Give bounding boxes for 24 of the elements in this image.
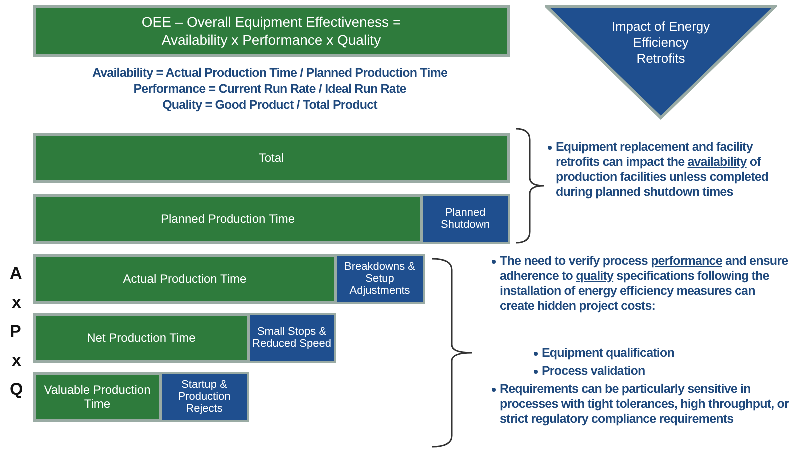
formula-text: Performance = Current Run Rate / Ideal Run Rate (132, 82, 408, 97)
factor-letter: x (12, 293, 22, 313)
formula-text: Quality = Good Product / Total Product (162, 98, 379, 113)
loss-bar: Planned Shutdown (421, 194, 510, 244)
formula-text: Availability = Actual Production Time / Planned Production Time (91, 66, 449, 81)
bullet-text: Equipment qualification (542, 346, 676, 361)
bullet-text: Process validation (542, 364, 646, 379)
loss-bar: Startup & Production Rejects (160, 372, 249, 422)
time-bar: Actual Production Time (33, 254, 337, 304)
time-bar: Valuable Production Time (33, 372, 162, 422)
factor-letter: P (10, 322, 22, 342)
bullet-text: Requirements can be particularly sensitive in processes with tight tolerances, high throughput, or strict regulatory compliance requirements (500, 382, 790, 427)
title-triangle: Impact of Energy Efficiency Retrofits (545, 5, 777, 120)
bullet-text: The need to verify process performance and ensure adherence to quality specifications following the installation of energy efficiency measures can create hidden project costs: (500, 254, 790, 314)
loss-bar: Breakdowns & Setup Adjustments (335, 254, 425, 304)
loss-bar: Small Stops & Reduced Speed (248, 313, 336, 363)
time-bar: Total (33, 133, 510, 183)
time-bar: Net Production Time (33, 313, 250, 363)
factor-letter: A (10, 264, 24, 284)
bullet-text: Equipment replacement and facility retrofits can impact the availability of production facilities unless completed during planned shutdown times (556, 140, 770, 200)
factor-letter: Q (10, 380, 24, 400)
time-bar: Planned Production Time (33, 194, 423, 244)
factor-letter: x (12, 351, 22, 371)
formula-banner: OEE – Overall Equipment Effectiveness = Availability x Performance x Quality (33, 5, 510, 57)
